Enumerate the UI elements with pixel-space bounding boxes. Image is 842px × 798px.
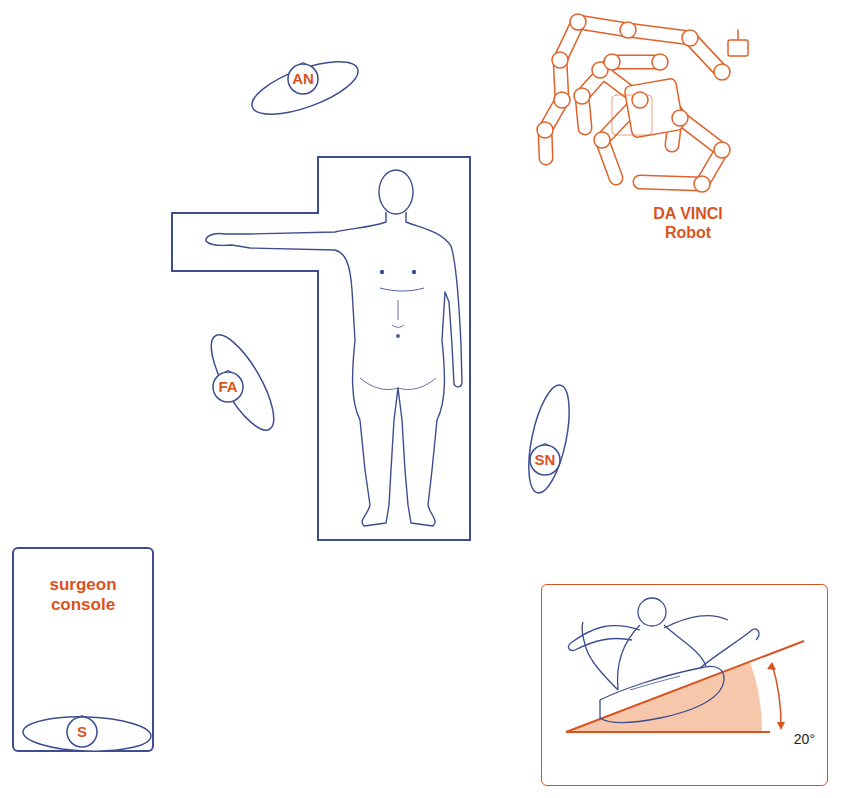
nose-mark xyxy=(225,371,231,373)
role-label: FA xyxy=(218,378,237,395)
person-outline xyxy=(20,712,154,756)
role-label: S xyxy=(77,723,87,740)
shoulders-outline xyxy=(22,715,151,753)
patient-figure xyxy=(206,170,462,526)
staff-position: S xyxy=(20,712,154,756)
nose-mark xyxy=(300,63,306,65)
shoulders-outline xyxy=(246,51,364,125)
head-outline xyxy=(288,64,318,94)
shoulders-outline xyxy=(521,382,577,497)
head-outline xyxy=(213,372,243,402)
nose-mark xyxy=(79,716,85,718)
tilt-inset-panel: 20° xyxy=(541,584,828,786)
staff-position: AN xyxy=(245,52,365,124)
staff-position: FA xyxy=(195,325,290,440)
staff-position: SN xyxy=(508,380,590,498)
tilt-illustration xyxy=(566,598,804,732)
person-outline xyxy=(245,52,365,124)
head-outline xyxy=(67,717,97,747)
role-label: SN xyxy=(535,451,556,468)
person-outline xyxy=(508,380,590,498)
head-outline xyxy=(530,445,560,475)
equipment-label: DA VINCI Robot xyxy=(634,204,742,242)
da-vinci-robot xyxy=(537,14,748,192)
console-box: surgeon consoleS xyxy=(12,547,154,752)
operating-table xyxy=(172,157,470,540)
console-label: surgeon console xyxy=(24,575,142,614)
role-label: AN xyxy=(292,70,314,87)
nose-mark xyxy=(542,444,548,446)
shoulders-outline xyxy=(200,327,285,439)
person-outline xyxy=(195,325,290,440)
angle-label: 20° xyxy=(794,731,815,747)
